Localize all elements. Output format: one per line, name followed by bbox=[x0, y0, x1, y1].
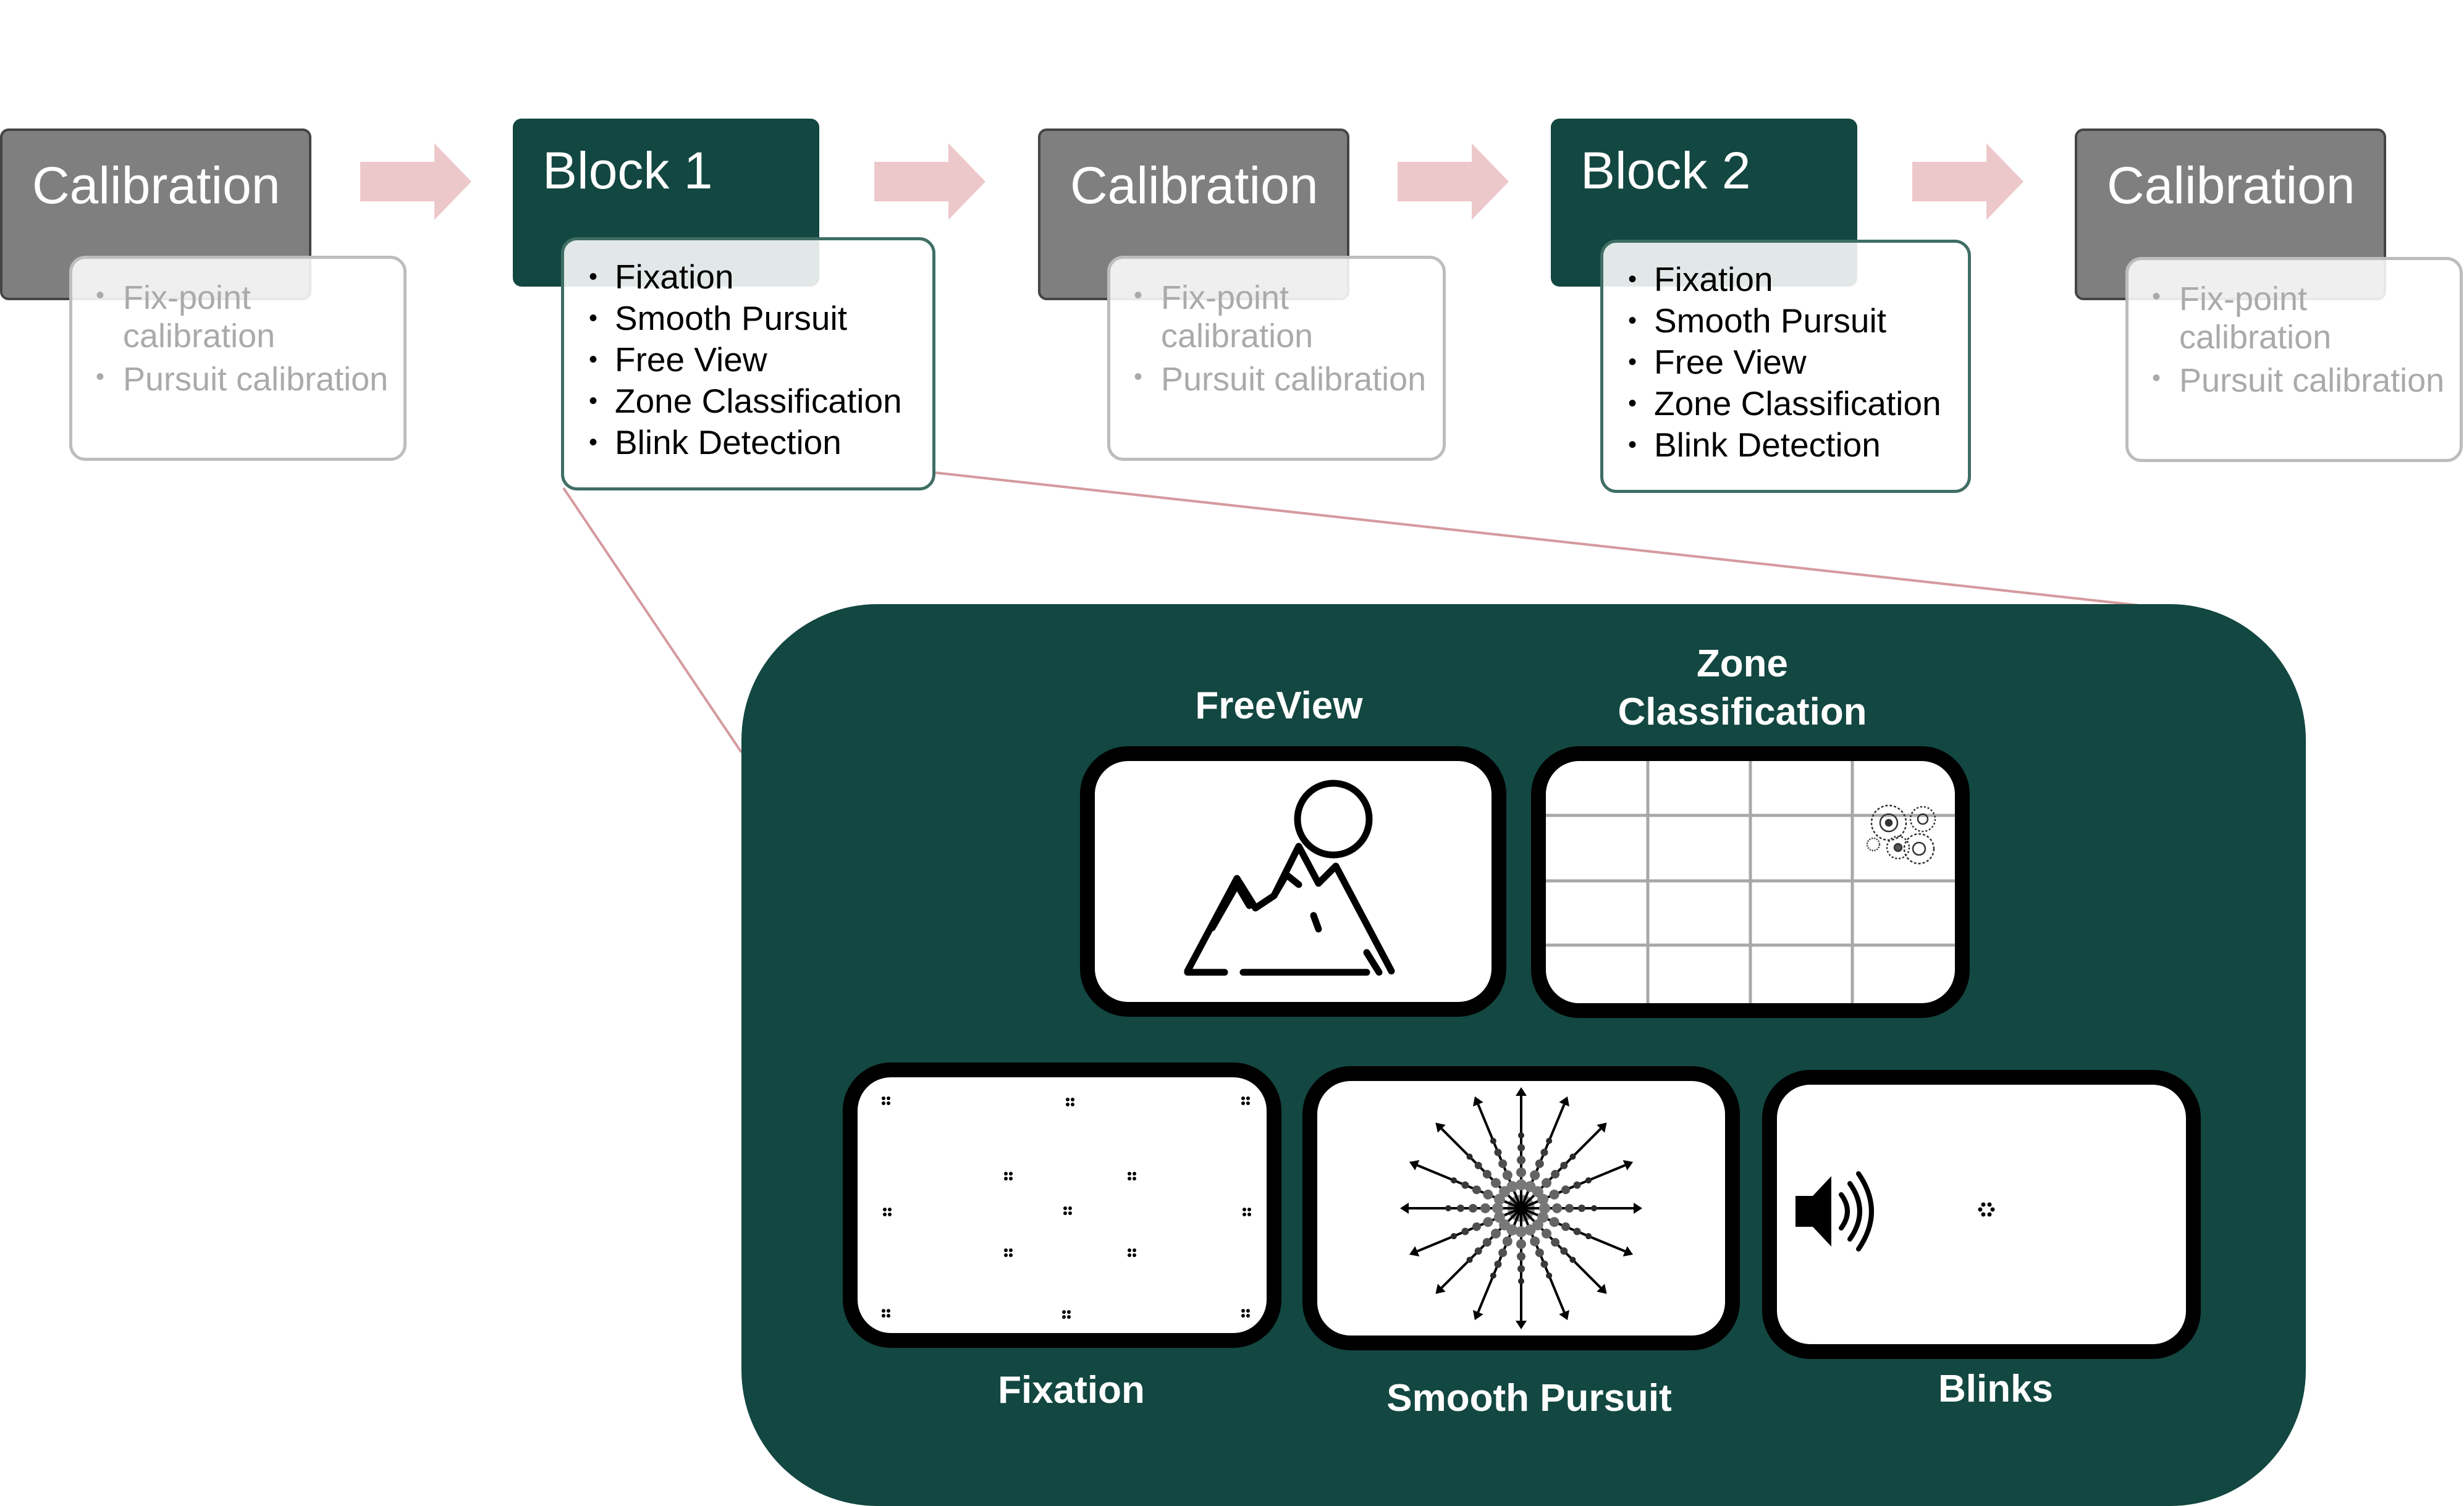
fixation-target-icon bbox=[882, 1309, 890, 1318]
block-2-item: Zone Classification bbox=[1628, 383, 1956, 424]
mountain-sun-icon bbox=[1184, 780, 1395, 976]
calibration-3-title: Calibration bbox=[2107, 156, 2355, 214]
block-1-list: Fixation Smooth Pursuit Free View Zone C… bbox=[589, 256, 920, 463]
block-1-item: Fixation bbox=[589, 256, 920, 298]
block-2-item: Blink Detection bbox=[1628, 424, 1956, 466]
calibration-3-item: Pursuit calibration bbox=[2152, 361, 2447, 400]
fixation-panel bbox=[843, 1062, 1281, 1348]
blinks-scene bbox=[1795, 1171, 1995, 1251]
fixation-target-icon bbox=[1978, 1202, 1995, 1217]
calibration-2-item: Pursuit calibration bbox=[1134, 360, 1430, 398]
block-2-item: Smooth Pursuit bbox=[1628, 300, 1956, 342]
fixation-label: Fixation bbox=[998, 1369, 1145, 1411]
fixation-target-icon bbox=[1241, 1096, 1250, 1105]
calibration-2-list: Fix-point calibration Pursuit calibratio… bbox=[1134, 279, 1430, 398]
zone-grid bbox=[1546, 761, 1955, 1003]
fixation-target-icon bbox=[1004, 1248, 1013, 1257]
fixation-targets bbox=[882, 1096, 1251, 1319]
block-1-item: Smooth Pursuit bbox=[589, 298, 920, 339]
gears-icon bbox=[1866, 804, 1936, 865]
fixation-target-icon bbox=[1066, 1098, 1074, 1106]
block-1-item: Free View bbox=[589, 339, 920, 381]
smooth-pursuit-panel bbox=[1302, 1066, 1740, 1350]
block-1-card: Fixation Smooth Pursuit Free View Zone C… bbox=[561, 237, 935, 490]
freeview-label: FreeView bbox=[1195, 684, 1363, 727]
calibration-3-card: Fix-point calibration Pursuit calibratio… bbox=[2125, 257, 2463, 462]
right-arrow-icon bbox=[1398, 143, 1509, 220]
zone-classification-panel bbox=[1531, 746, 1970, 1018]
fixation-target-icon bbox=[1128, 1248, 1136, 1257]
block-2-list: Fixation Smooth Pursuit Free View Zone C… bbox=[1628, 259, 1956, 466]
calibration-2-title: Calibration bbox=[1070, 156, 1318, 214]
block-1-title: Block 1 bbox=[542, 141, 713, 200]
calibration-1-card: Fix-point calibration Pursuit calibratio… bbox=[69, 256, 407, 461]
calibration-1-title: Calibration bbox=[32, 156, 281, 214]
calibration-2-item: Fix-point calibration bbox=[1134, 279, 1430, 355]
calibration-1-item: Pursuit calibration bbox=[96, 360, 391, 398]
block-1-item: Blink Detection bbox=[589, 422, 920, 463]
block-2-card: Fixation Smooth Pursuit Free View Zone C… bbox=[1600, 240, 1971, 493]
smooth-pursuit-label: Smooth Pursuit bbox=[1386, 1377, 1672, 1420]
fixation-target-icon bbox=[883, 1208, 892, 1216]
block-2-item: Fixation bbox=[1628, 259, 1956, 300]
calibration-2-card: Fix-point calibration Pursuit calibratio… bbox=[1107, 256, 1446, 461]
fixation-target-icon bbox=[1063, 1206, 1072, 1215]
fixation-target-icon bbox=[1243, 1208, 1251, 1216]
freeview-panel bbox=[1080, 746, 1506, 1017]
block-2-title: Block 2 bbox=[1580, 141, 1751, 200]
right-arrow-icon bbox=[360, 143, 471, 220]
radial-arrows-icon bbox=[1400, 1087, 1642, 1329]
fixation-target-icon bbox=[1128, 1172, 1136, 1180]
blinks-panel bbox=[1762, 1070, 2201, 1359]
calibration-1-item: Fix-point calibration bbox=[96, 279, 391, 355]
calibration-3-list: Fix-point calibration Pursuit calibratio… bbox=[2152, 280, 2447, 400]
right-arrow-icon bbox=[874, 143, 985, 220]
fixation-target-icon bbox=[1004, 1172, 1013, 1180]
calibration-1-list: Fix-point calibration Pursuit calibratio… bbox=[96, 279, 391, 398]
zone-classification-label: Zone Classification bbox=[1618, 642, 1867, 733]
fixation-target-icon bbox=[882, 1096, 890, 1105]
speaker-icon bbox=[1795, 1171, 1874, 1251]
right-arrow-icon bbox=[1912, 143, 2023, 220]
blinks-label: Blinks bbox=[1938, 1368, 2054, 1410]
fixation-target-icon bbox=[1241, 1309, 1250, 1318]
calibration-3-item: Fix-point calibration bbox=[2152, 280, 2447, 356]
fixation-target-icon bbox=[1062, 1310, 1071, 1319]
block-1-item: Zone Classification bbox=[589, 381, 920, 422]
block-2-item: Free View bbox=[1628, 342, 1956, 383]
